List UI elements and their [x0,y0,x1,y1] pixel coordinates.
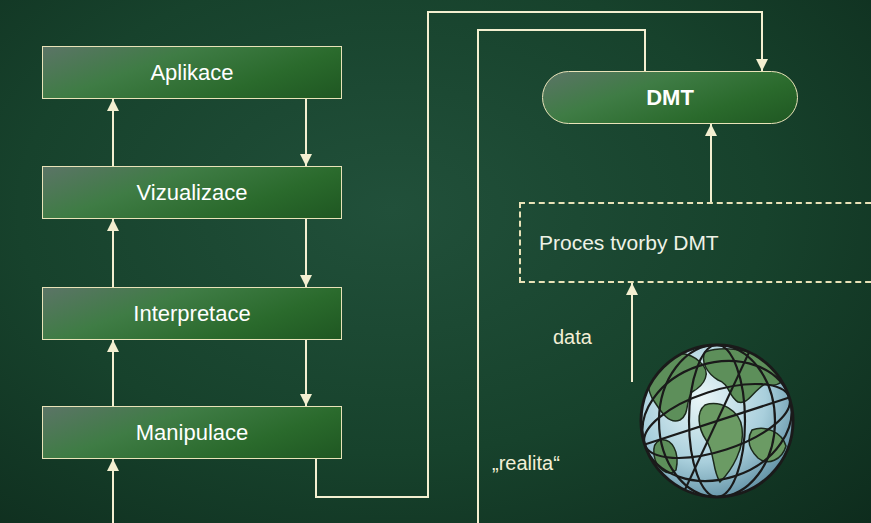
node-text: Vizualizace [137,180,248,206]
data-arrow [631,283,633,382]
process-frame: Proces tvorby DMT [519,202,871,283]
input-arrow [112,459,114,523]
flow-arrow [112,99,114,166]
model-pill: DMT [542,71,798,124]
flow-arrow [112,219,114,287]
flow-arrow [112,340,114,406]
flow-label: data [553,326,592,349]
process-box: Aplikace [42,46,342,99]
node-text: Proces tvorby DMT [539,231,719,255]
flow-arrow [710,124,712,202]
process-box: Interpretace [42,287,342,340]
node-text: DMT [646,85,694,111]
flow-arrow [305,219,307,287]
reality-label: „realita“ [492,452,560,475]
globe [627,342,807,499]
node-text: Interpretace [133,301,250,327]
flow-arrow [305,340,307,406]
flow-arrow [305,99,307,166]
node-text: Aplikace [150,60,233,86]
process-box: Manipulace [42,406,342,459]
node-text: Manipulace [136,420,249,446]
process-box: Vizualizace [42,166,342,219]
